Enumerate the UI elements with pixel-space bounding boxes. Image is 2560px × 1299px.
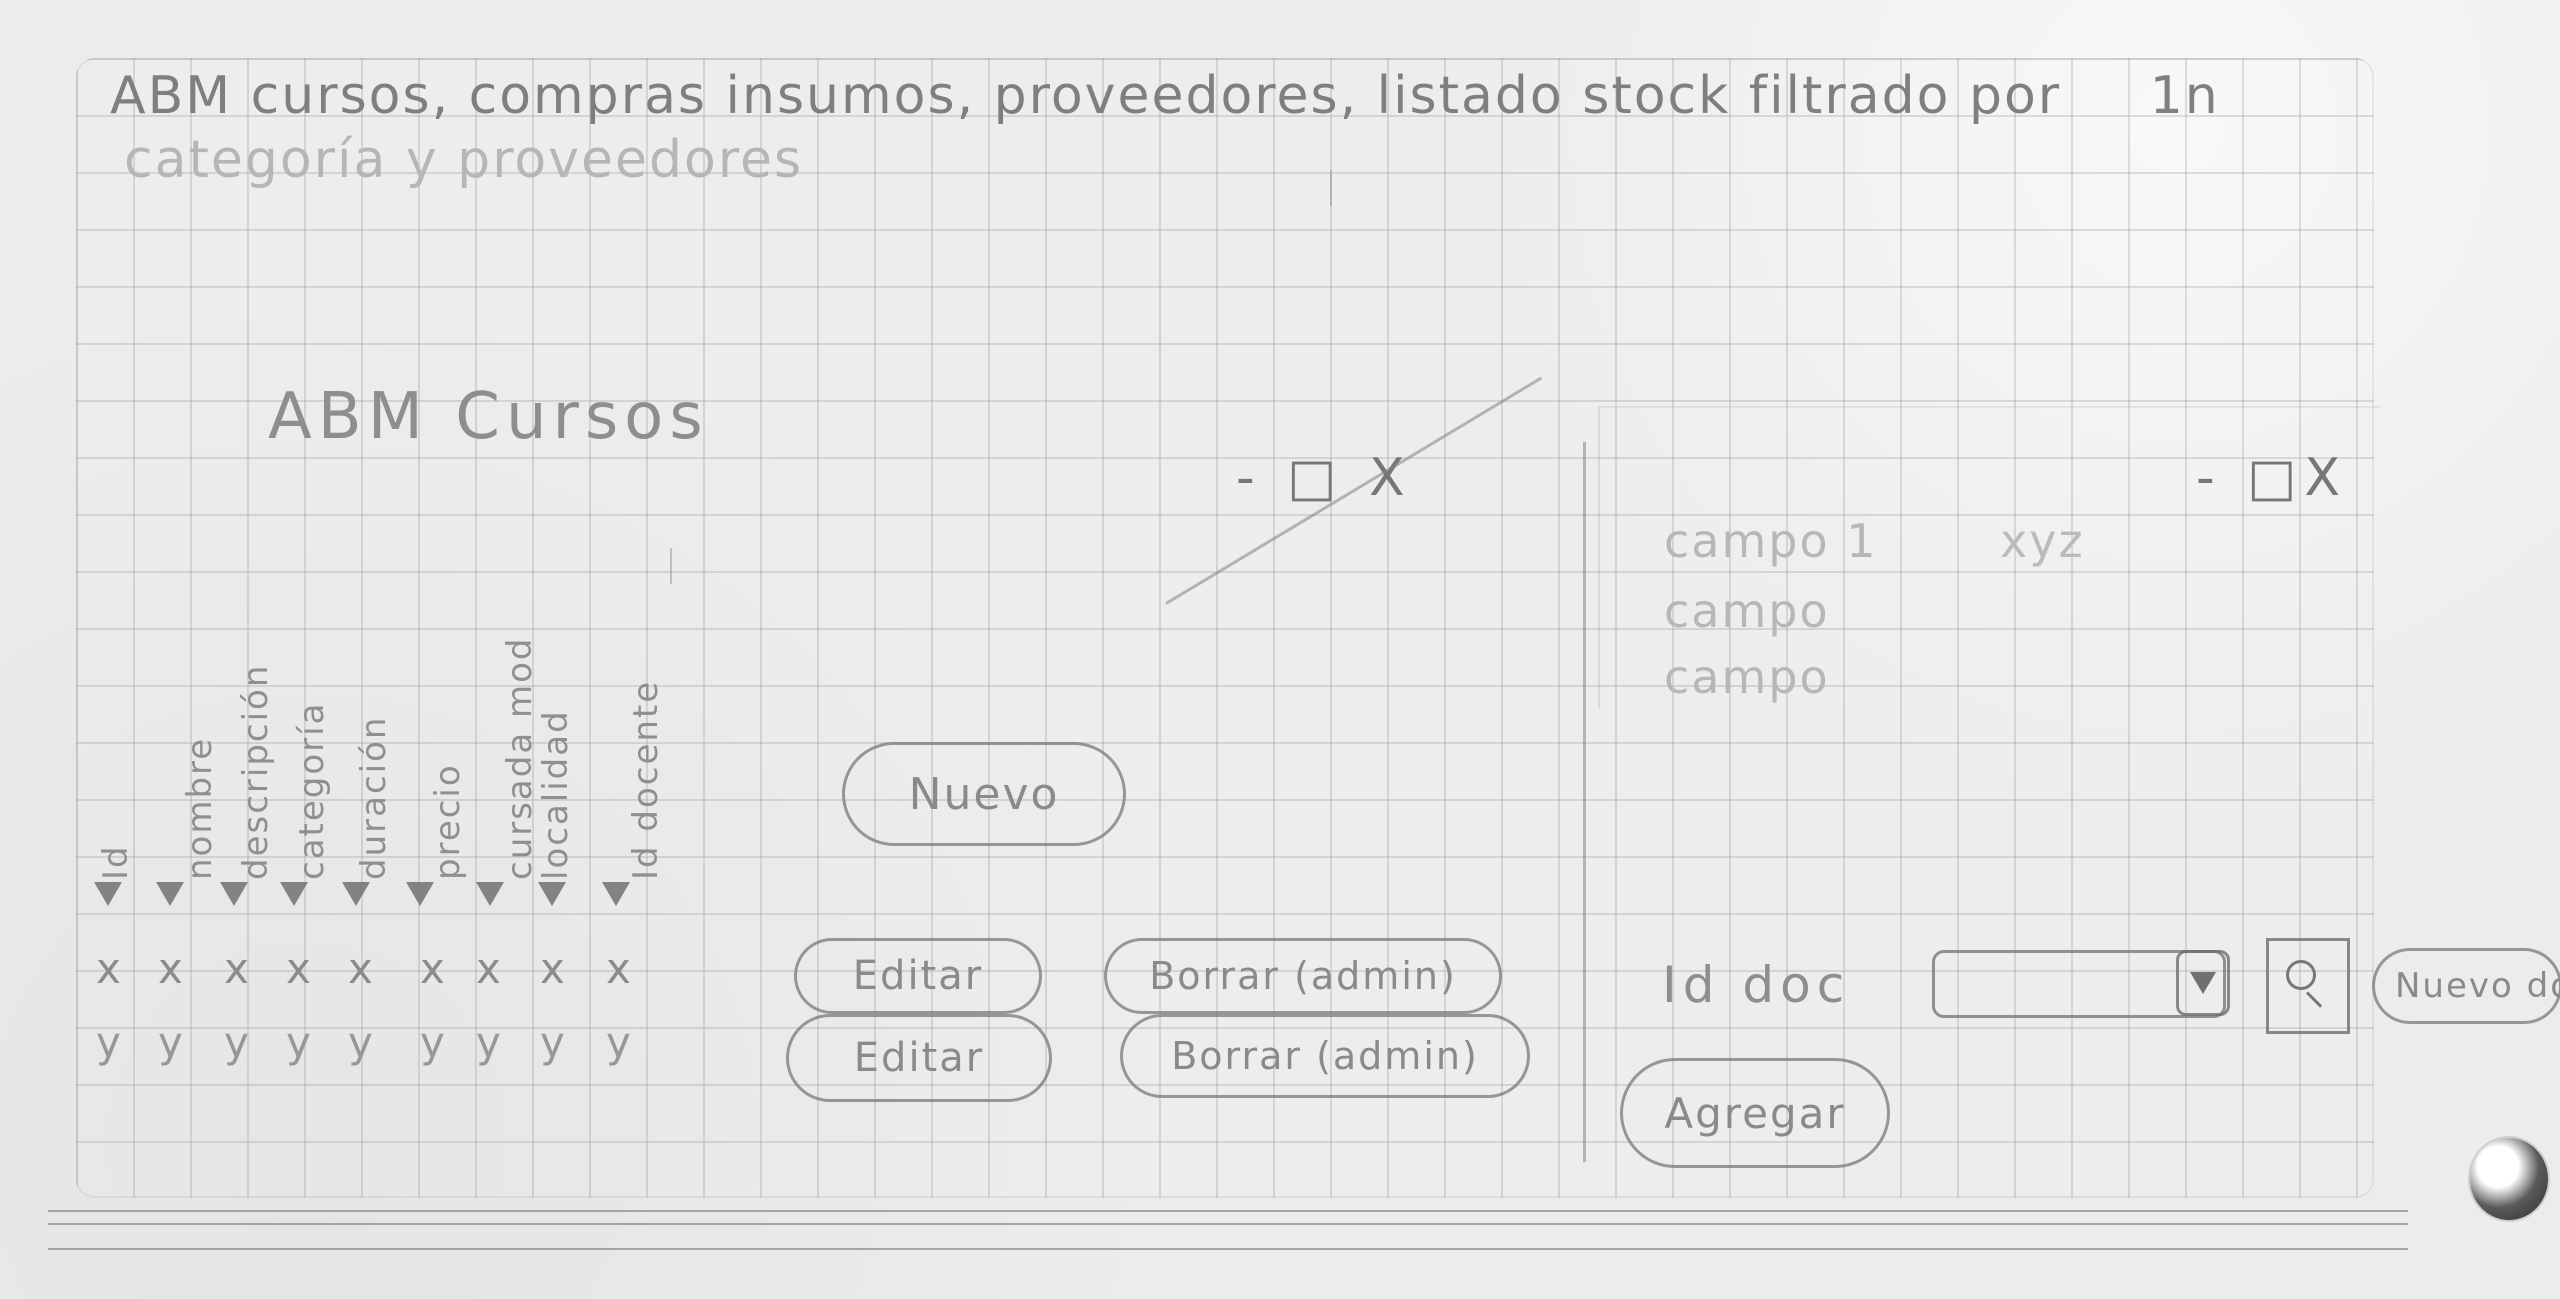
table-cell: y: [540, 1018, 566, 1067]
faint-mark: [670, 548, 672, 584]
table-cell: x: [158, 944, 184, 993]
column-header-duracion: duración: [354, 715, 394, 880]
new-docente-button[interactable]: Nuevo do: [2372, 948, 2560, 1024]
column-header-id: Id: [96, 844, 136, 880]
bottom-rule-line: [48, 1248, 2408, 1250]
column-header-nombre: nombre: [180, 736, 220, 880]
bottom-rule-line: [48, 1223, 2408, 1225]
table-cell: x: [96, 944, 122, 993]
header-line-2: categoría y proveedores: [124, 130, 804, 190]
sort-down-icon[interactable]: [342, 882, 370, 906]
search-button[interactable]: [2266, 938, 2350, 1034]
table-cell: y: [96, 1018, 122, 1067]
docente-label: Id doc: [1662, 956, 1851, 1014]
column-header-descripcion: descripción: [236, 663, 276, 880]
sort-down-icon[interactable]: [406, 882, 434, 906]
window-controls-left[interactable]: - □ X: [1236, 448, 1413, 508]
detail-field-1: campo 1: [1664, 514, 1878, 568]
edit-button[interactable]: Editar: [794, 938, 1042, 1014]
header-line-1-tail: 1n: [2149, 66, 2220, 126]
faint-mark: [1330, 170, 1332, 206]
detail-field-2: campo: [1664, 584, 1830, 638]
detail-field-3: campo: [1664, 650, 1830, 704]
sort-down-icon[interactable]: [280, 882, 308, 906]
column-header-cursada-mod: cursada mod: [500, 636, 540, 881]
chevron-down-icon: [2190, 972, 2216, 994]
table-cell: x: [606, 944, 632, 993]
table-cell: y: [476, 1018, 502, 1067]
table-cell: y: [286, 1018, 312, 1067]
new-course-button[interactable]: Nuevo: [842, 742, 1126, 846]
window-controls-right[interactable]: - □X: [2196, 448, 2349, 508]
column-header-categoria: categoría: [292, 701, 332, 880]
table-cell: y: [348, 1018, 374, 1067]
sort-down-icon[interactable]: [602, 882, 630, 906]
table-cell: y: [224, 1018, 250, 1067]
bottom-rule-line: [48, 1210, 2408, 1212]
graph-grid: [76, 58, 2374, 1198]
docente-dropdown-toggle[interactable]: [2176, 950, 2230, 1016]
header-line-1-text: ABM cursos, compras insumos, proveedores…: [110, 66, 2062, 126]
detail-panel-frame: [1598, 406, 2380, 708]
table-cell: x: [420, 944, 446, 993]
sort-down-icon[interactable]: [94, 882, 122, 906]
table-cell: y: [420, 1018, 446, 1067]
docente-select[interactable]: [1932, 950, 2226, 1018]
table-cell: x: [348, 944, 374, 993]
table-cell: x: [224, 944, 250, 993]
delete-admin-button[interactable]: Borrar (admin): [1104, 938, 1502, 1014]
table-cell: x: [286, 944, 312, 993]
search-icon: [2286, 960, 2316, 990]
header-line-1: ABM cursos, compras insumos, proveedores…: [110, 70, 2220, 122]
table-cell: x: [540, 944, 566, 993]
table-cell: y: [606, 1018, 632, 1067]
punch-hole: [2470, 1138, 2548, 1220]
table-cell: x: [476, 944, 502, 993]
column-header-localidad: localidad: [536, 709, 576, 880]
column-header-precio: precio: [428, 763, 468, 880]
sort-down-icon[interactable]: [156, 882, 184, 906]
edit-button[interactable]: Editar: [786, 1014, 1052, 1102]
sort-down-icon[interactable]: [220, 882, 248, 906]
table-cell: y: [158, 1018, 184, 1067]
column-header-id-docente: Id docente: [626, 679, 666, 880]
detail-field-1-value: xyz: [2000, 514, 2085, 568]
page-title: ABM Cursos: [268, 380, 709, 454]
add-button[interactable]: Agregar: [1620, 1058, 1890, 1168]
sort-down-icon[interactable]: [476, 882, 504, 906]
panel-divider: [1583, 442, 1586, 1162]
delete-admin-button[interactable]: Borrar (admin): [1120, 1014, 1530, 1098]
sort-down-icon[interactable]: [538, 882, 566, 906]
